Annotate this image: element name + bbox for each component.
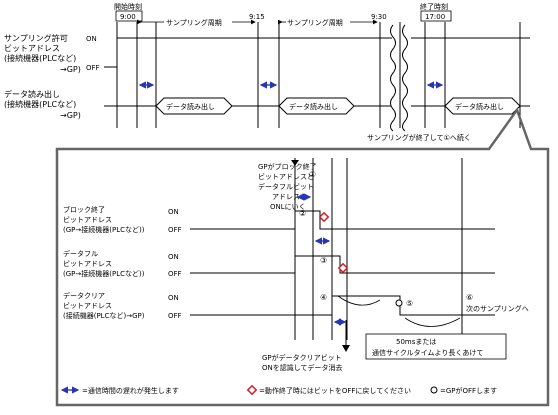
data-clear-off: OFF — [168, 312, 182, 320]
time-930: 9:30 — [371, 13, 387, 21]
block-end-on: ON — [168, 208, 179, 216]
data-clear-on: ON — [168, 294, 179, 302]
sampling-enable-off: OFF — [86, 64, 100, 72]
read-box-2-text: データ読み出し — [289, 102, 338, 111]
comm-delay-arrows-detail — [296, 193, 347, 326]
read-box-1-text: データ読み出し — [166, 102, 215, 111]
return-off-marker-2 — [337, 262, 349, 274]
end-time-box — [420, 10, 452, 22]
legend-return-off-icon — [246, 384, 258, 396]
time-915: 9:15 — [249, 13, 265, 21]
data-full-off: OFF — [168, 270, 182, 278]
delay-note-box — [365, 333, 507, 360]
sampling-enable-label: サンプリング許可 ビットアドレス (接続機器(PLCなど) →GP) — [4, 33, 81, 74]
data-read-label: データ読み出し (接続機器(PLCなど) →GP) — [4, 89, 81, 120]
sampling-enable-waveform — [104, 37, 392, 68]
start-time-value: 9:00 — [120, 13, 136, 21]
legend-comm-delay: =通信時間の遅れが発生します — [82, 386, 179, 395]
detail-callout-frame — [55, 107, 550, 407]
step-6: ⑥ — [466, 293, 473, 302]
step-3: ③ — [320, 256, 327, 265]
legend: =通信時間の遅れが発生します =動作終了時にはビットをOFFに戻してください =… — [60, 384, 497, 396]
read-box-3-text: データ読み出し — [455, 102, 504, 111]
step-4: ④ — [320, 293, 327, 302]
start-time-label: 開始時刻 — [114, 2, 142, 11]
sampling-period-1: サンプリング周期 — [166, 18, 222, 27]
return-off-marker-1 — [318, 211, 330, 223]
data-clear-label: データクリア ビットアドレス (接続機器(PLCなど)→GP) — [63, 291, 145, 320]
continue-note: サンプリングが終了して①へ続く — [367, 133, 471, 142]
block-end-off: OFF — [168, 226, 182, 234]
data-clear-waveform — [190, 295, 495, 316]
step-5: ⑤ — [406, 299, 413, 308]
clear-down-arrow — [342, 345, 350, 352]
gp-off-circle — [395, 299, 403, 307]
detail-gridlines — [294, 158, 463, 340]
gp-block-end-note: GPがブロック終了 ビットアドレスと データフルビット アドレスを ONLにいく — [258, 162, 319, 211]
legend-return-off: =動作終了時にはビットをOFFに戻してください — [259, 386, 411, 395]
data-full-label: データフル ビットアドレス (GP→接続機器(PLCなど)) — [63, 249, 145, 278]
end-time-label: 終了時刻 — [420, 2, 448, 11]
legend-gp-off: =GPがOFFします — [440, 386, 497, 395]
gp-clear-note: GPがデータクリアビット ONを認識してデータ消去 — [262, 353, 344, 372]
clear-curve-left — [337, 295, 381, 306]
end-time-value: 17:00 — [425, 13, 445, 21]
clear-curve-right — [404, 317, 461, 327]
top-time-gridlines — [116, 22, 521, 128]
data-full-waveform — [190, 255, 495, 274]
legend-gp-off-icon — [430, 386, 438, 394]
block-end-waveform — [190, 210, 495, 230]
step-1: ① — [309, 170, 316, 179]
step-2: ② — [299, 209, 306, 218]
step1-down-arrow — [291, 160, 299, 166]
start-time-box — [115, 10, 143, 22]
sampling-period-2: サンプリング周期 — [287, 18, 343, 27]
delay-note: 50msまたは 通信サイクルタイムより長くあけて — [372, 338, 483, 357]
data-full-on: ON — [168, 253, 179, 261]
sampling-enable-on: ON — [86, 35, 97, 43]
block-end-label: ブロック終了 ビットアドレス (GP→接続機器(PLCなど)) — [63, 205, 145, 234]
time-break-marks — [390, 24, 408, 132]
next-sampling: 次のサンプリングへ — [466, 304, 529, 313]
